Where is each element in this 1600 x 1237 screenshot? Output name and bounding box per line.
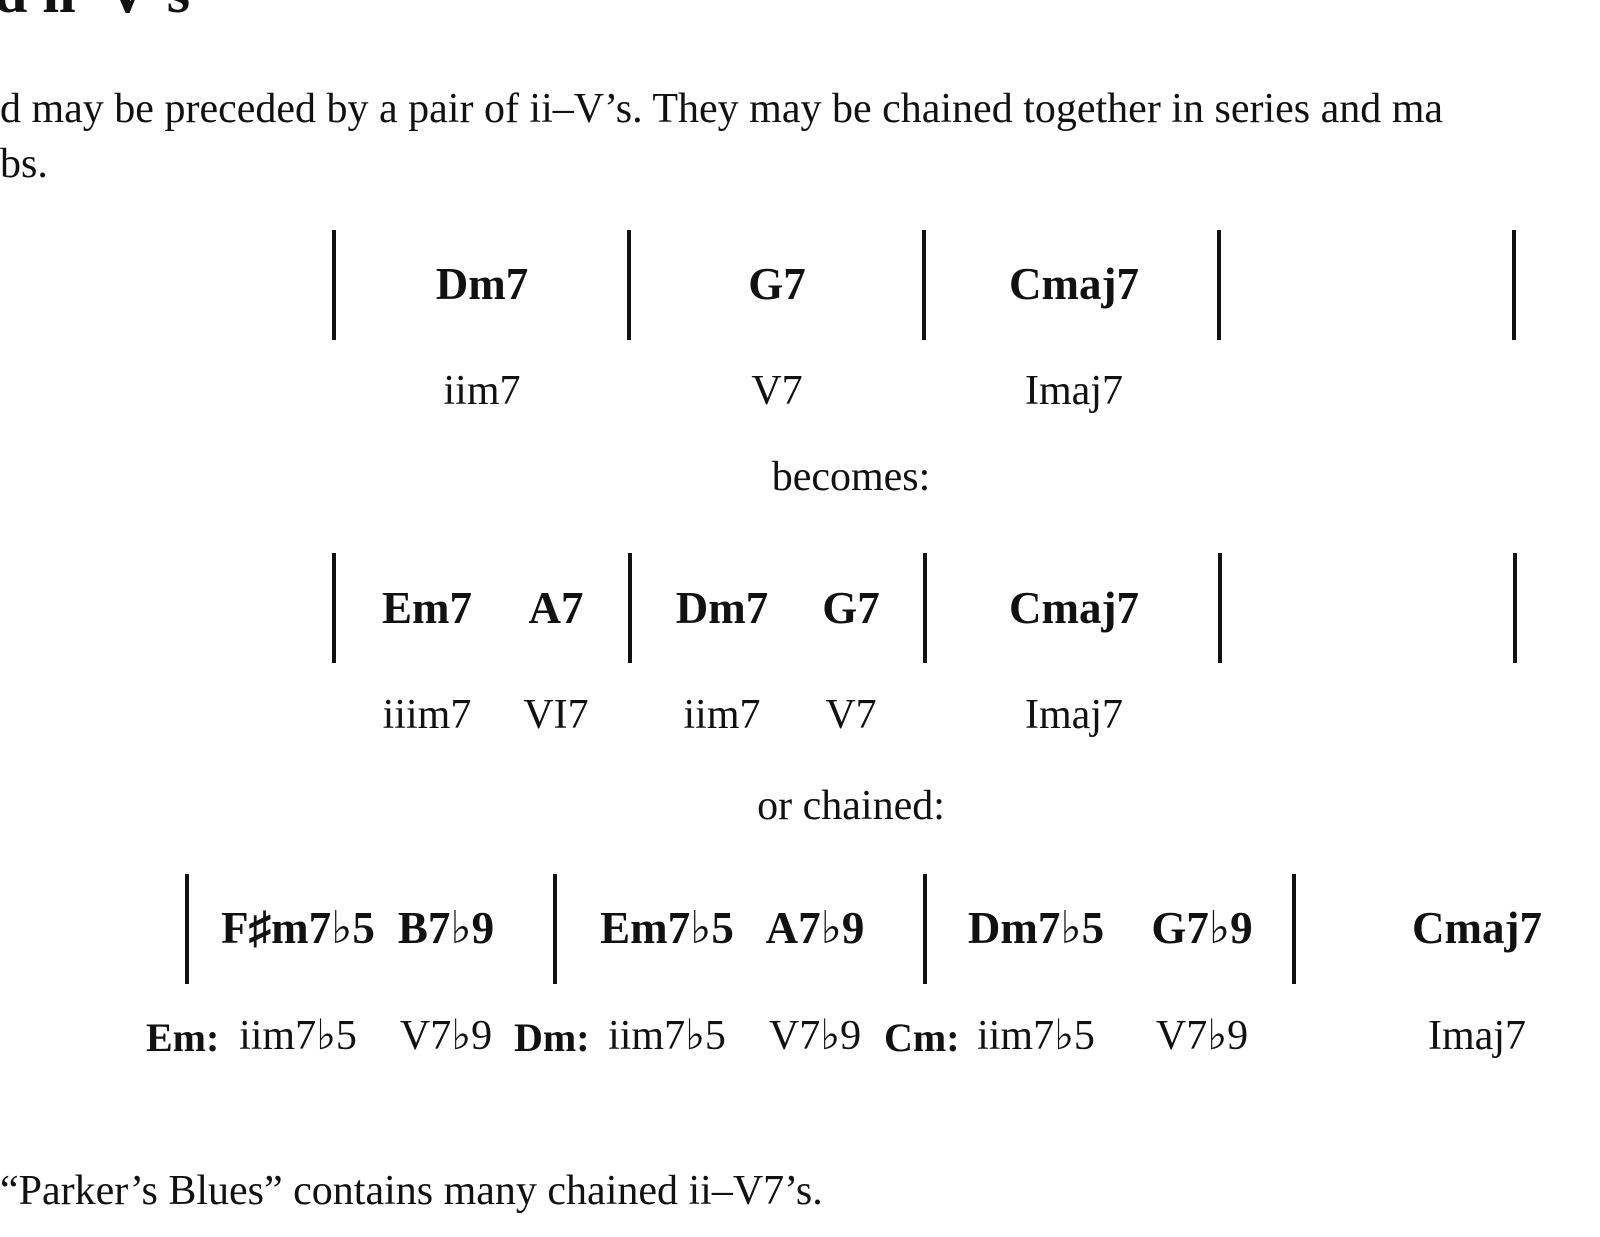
barline — [628, 553, 632, 663]
intro-line-1: d may be preceded by a pair of ii–V’s. T… — [0, 86, 1444, 132]
chord-symbol: B7♭9 — [397, 903, 495, 953]
barline — [1218, 553, 1222, 663]
chained-label: or chained: — [757, 783, 945, 829]
chord-symbol: Dm7 — [675, 583, 769, 633]
roman-numeral: V7 — [751, 368, 803, 414]
section-heading: d ii–V’s — [0, 0, 190, 22]
roman-numeral: V7 — [825, 692, 877, 738]
barline — [1513, 553, 1517, 663]
roman-numeral: iim7 — [683, 692, 761, 738]
chord-symbol: Em7 — [382, 583, 472, 633]
roman-numeral: Imaj7 — [1428, 1013, 1526, 1059]
roman-numeral: iiim7 — [382, 692, 472, 738]
chord-symbol: Em7♭5 — [600, 903, 734, 953]
barline — [1512, 230, 1516, 340]
chord-symbol: F♯m7♭5 — [221, 903, 375, 953]
chord-symbol: G7♭9 — [1151, 903, 1253, 953]
intro-line-2: bs. — [0, 141, 48, 187]
chord-symbol: Dm7♭5 — [967, 903, 1105, 953]
barline — [553, 874, 557, 984]
barline — [922, 230, 926, 340]
chord-symbol: A7 — [528, 583, 584, 633]
barline — [332, 553, 336, 663]
chord-symbol: Cmaj7 — [1412, 903, 1542, 953]
barline — [923, 874, 927, 984]
chord-symbol: Cmaj7 — [1009, 583, 1139, 633]
roman-numeral: V7♭9 — [399, 1013, 493, 1059]
barline — [923, 553, 927, 663]
becomes-label: becomes: — [771, 454, 931, 500]
footer-text: “Parker’s Blues” contains many chained i… — [0, 1168, 823, 1214]
roman-numeral: Imaj7 — [1025, 368, 1123, 414]
barline — [1217, 230, 1221, 340]
key-label: Em: — [146, 1015, 220, 1060]
roman-numeral: V7♭9 — [768, 1013, 862, 1059]
roman-numeral: iim7♭5 — [608, 1013, 726, 1059]
roman-numeral: V7♭9 — [1155, 1013, 1249, 1059]
chord-symbol: G7 — [822, 583, 880, 633]
chord-symbol: Cmaj7 — [1009, 259, 1139, 309]
roman-numeral: Imaj7 — [1025, 692, 1123, 738]
roman-numeral: iim7♭5 — [977, 1013, 1095, 1059]
roman-numeral: iim7♭5 — [239, 1013, 357, 1059]
key-label: Dm: — [514, 1015, 590, 1060]
chord-symbol: Dm7 — [435, 259, 529, 309]
barline — [332, 230, 336, 340]
barline — [185, 874, 189, 984]
roman-numeral: VI7 — [523, 692, 589, 738]
chord-symbol: G7 — [748, 259, 806, 309]
chord-symbol: A7♭9 — [765, 903, 865, 953]
key-label: Cm: — [884, 1015, 960, 1060]
roman-numeral: iim7 — [443, 368, 521, 414]
barline — [1292, 874, 1296, 984]
barline — [627, 230, 631, 340]
